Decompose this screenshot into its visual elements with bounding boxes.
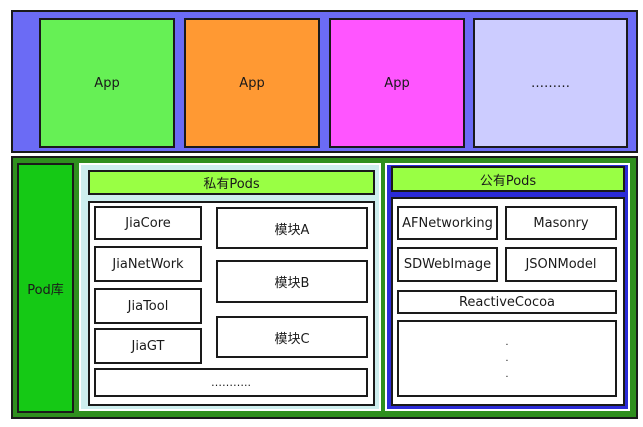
public-library-afnetworking: AFNetworking [397, 206, 498, 240]
library-label: ReactiveCocoa [458, 294, 556, 310]
module-label: 模块B [274, 276, 310, 291]
app-label: App [384, 75, 410, 91]
public-pods-header: 公有Pods [391, 166, 625, 192]
private-library-jianetwork: JiaNetWork [94, 246, 202, 282]
module-c: 模块C [216, 316, 368, 358]
private-library-jiatool: JiaTool [94, 288, 202, 324]
public-pods-title: 公有Pods [479, 173, 537, 189]
pod-library-label: Pod库 [27, 282, 64, 298]
app-label: App [239, 75, 265, 91]
module-b: 模块B [216, 260, 368, 303]
public-library-reactivecocoa: ReactiveCocoa [397, 290, 617, 314]
library-label: Masonry [533, 215, 589, 231]
public-library-sdwebimage: SDWebImage [397, 247, 498, 282]
public-more-box: . . . [397, 320, 617, 397]
pod-library-box: Pod库 [17, 163, 74, 413]
module-label: 模块A [274, 222, 310, 238]
public-library-jsonmodel: JSONModel [505, 247, 617, 282]
app-label: App [94, 75, 120, 91]
app-box-2: App [184, 18, 320, 148]
private-more-box: ……….. [94, 368, 368, 397]
module-a: 模块A [216, 207, 368, 249]
library-label: JiaCore [125, 215, 171, 231]
private-pods-title: 私有Pods [203, 177, 260, 192]
private-library-jiacore: JiaCore [94, 206, 202, 240]
more-dot: . [505, 336, 509, 348]
library-label: JiaNetWork [112, 256, 184, 272]
private-pods-header: 私有Pods [88, 170, 375, 195]
more-dot: . [505, 368, 509, 380]
library-label: JiaGT [131, 338, 165, 354]
app-box-more: ……… [473, 18, 628, 148]
app-more-label: ……… [531, 75, 570, 91]
library-label: AFNetworking [402, 215, 493, 231]
private-library-jiagt: JiaGT [94, 328, 202, 364]
app-box-3: App [329, 18, 465, 148]
private-more-label: ……….. [211, 376, 251, 389]
public-library-masonry: Masonry [505, 206, 617, 240]
library-label: SDWebImage [403, 257, 492, 272]
module-label: 模块C [274, 331, 310, 347]
library-label: JSONModel [525, 257, 597, 272]
more-dot: . [505, 352, 509, 364]
library-label: JiaTool [127, 298, 169, 314]
app-box-1: App [39, 18, 175, 148]
